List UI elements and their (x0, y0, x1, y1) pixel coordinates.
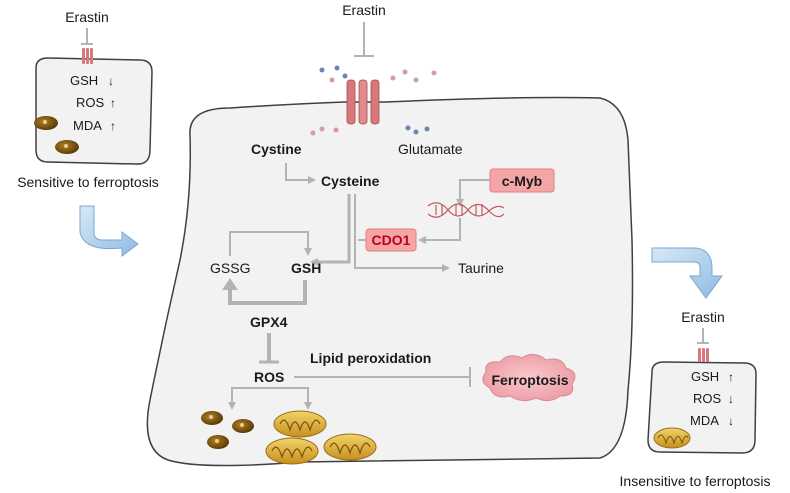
left-flow-arrow-icon (79, 205, 139, 257)
top-erastin-label: Erastin (342, 2, 386, 18)
right-gsh-label: GSH (691, 369, 719, 384)
right-mitochondria-icon (653, 427, 691, 449)
dna-to-cdo1-arrow (418, 218, 461, 244)
cysteine-to-gsh-arrow (310, 194, 351, 266)
gssg-label: GSSG (210, 260, 250, 276)
main-cell (146, 96, 634, 467)
cystine-to-cysteine-arrow (285, 163, 316, 184)
right-cell: Erastin GSH ↑ ROS ↓ MDA ↓ Insensitive to… (620, 309, 771, 489)
left-ros-up-arrow-icon: ↑ (110, 96, 116, 110)
left-cell: Erastin GSH ↓ ROS ↑ MDA ↑ Sensitive to f… (17, 9, 159, 190)
cysteine-to-taurine-arrow (354, 194, 450, 272)
taurine-label: Taurine (458, 260, 504, 276)
right-ros-down-arrow-icon: ↓ (728, 392, 734, 406)
left-erastin-label: Erastin (65, 9, 109, 25)
right-gsh-up-arrow-icon: ↑ (728, 370, 734, 384)
right-caption: Insensitive to ferroptosis (620, 473, 771, 489)
right-mda-down-arrow-icon: ↓ (728, 414, 734, 428)
cysteine-label: Cysteine (321, 173, 380, 189)
right-erastin-label: Erastin (681, 309, 725, 325)
right-transporter-icon (698, 348, 709, 362)
lipid-peroxidation-label: Lipid peroxidation (310, 350, 431, 366)
gsh-to-gssg-arrow (228, 280, 307, 305)
main-cell-membrane (146, 96, 634, 467)
gsh-to-gssg-arrowhead (222, 278, 238, 290)
left-lysosome-icon (34, 116, 79, 154)
left-mda-label: MDA (73, 118, 102, 133)
mitochondria-icon (265, 410, 377, 465)
left-caption: Sensitive to ferroptosis (17, 174, 159, 190)
right-ros-label: ROS (693, 391, 722, 406)
glutamate-label: Glutamate (398, 141, 463, 157)
dna-helix-icon (427, 202, 505, 218)
left-mda-up-arrow-icon: ↑ (110, 119, 116, 133)
lysosome-icon (201, 411, 254, 449)
left-gsh-down-arrow-icon: ↓ (108, 74, 114, 88)
c-myb-label: c-Myb (502, 173, 542, 189)
right-flow-arrow-icon (651, 247, 723, 299)
cystine-label: Cystine (251, 141, 302, 157)
left-cell-membrane (35, 57, 153, 165)
cdo1-label: CDO1 (372, 232, 411, 248)
gsh-label: GSH (291, 260, 321, 276)
right-mda-label: MDA (690, 413, 719, 428)
left-ros-label: ROS (76, 95, 105, 110)
c-myb-to-dna-arrow (456, 179, 490, 207)
left-gsh-label: GSH (70, 73, 98, 88)
gssg-to-gsh-arrow (229, 231, 312, 256)
ferroptosis-cloud-icon (482, 354, 576, 402)
gpx4-label: GPX4 (250, 314, 288, 330)
ros-to-lysosome-arrow (228, 387, 270, 410)
ferroptosis-label: Ferroptosis (491, 372, 568, 388)
ros-to-mitochondria-arrow (270, 387, 312, 410)
system-xc-transporter-icon (346, 79, 380, 125)
ros-label: ROS (254, 369, 284, 385)
molecule-dots-icon (310, 65, 437, 136)
left-transporter-icon (82, 48, 93, 64)
